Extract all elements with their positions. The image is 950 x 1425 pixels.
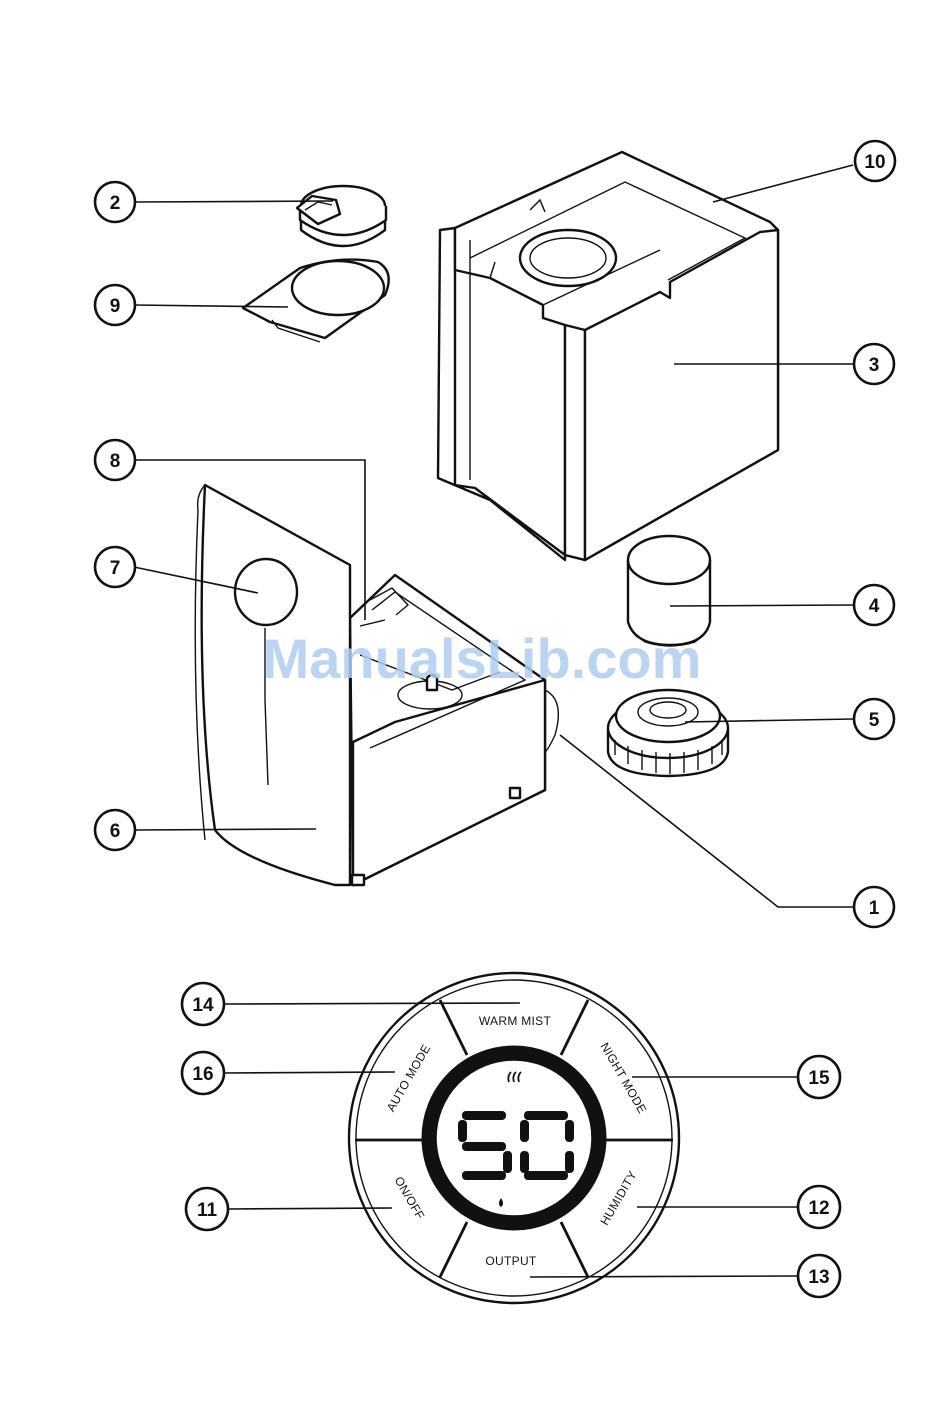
svg-text:6: 6 bbox=[110, 821, 121, 842]
svg-text:1: 1 bbox=[869, 898, 880, 919]
svg-text:7: 7 bbox=[110, 558, 121, 579]
svg-text:11: 11 bbox=[197, 1200, 218, 1221]
output-button[interactable]: OUTPUT bbox=[485, 1254, 536, 1268]
svg-text:13: 13 bbox=[808, 1267, 829, 1288]
callout-2: 2 bbox=[95, 182, 135, 222]
filter-cover bbox=[243, 260, 389, 342]
watermark-text: ManualsLib.com bbox=[263, 627, 702, 690]
heating-element-base bbox=[608, 690, 728, 776]
svg-text:16: 16 bbox=[192, 1064, 213, 1085]
svg-text:15: 15 bbox=[808, 1068, 830, 1089]
svg-text:9: 9 bbox=[110, 296, 121, 317]
callout-3: 3 bbox=[854, 344, 894, 384]
callout-4: 4 bbox=[854, 585, 894, 625]
svg-text:14: 14 bbox=[192, 995, 214, 1016]
svg-text:2: 2 bbox=[110, 193, 121, 214]
tank-cap bbox=[297, 186, 386, 246]
callout-14: 14 bbox=[182, 983, 224, 1025]
callout-11: 11 bbox=[186, 1188, 228, 1230]
callout-9: 9 bbox=[95, 285, 135, 325]
svg-text:4: 4 bbox=[869, 596, 880, 617]
svg-text:12: 12 bbox=[808, 1198, 829, 1219]
callout-16: 16 bbox=[182, 1052, 224, 1094]
svg-text:3: 3 bbox=[869, 355, 880, 376]
callout-15: 15 bbox=[798, 1056, 840, 1098]
callout-7: 7 bbox=[95, 547, 135, 587]
svg-text:10: 10 bbox=[864, 152, 885, 173]
svg-text:8: 8 bbox=[110, 451, 121, 472]
callout-12: 12 bbox=[798, 1186, 840, 1228]
warm-mist-button[interactable]: WARM MIST bbox=[479, 1014, 552, 1028]
svg-text:5: 5 bbox=[869, 710, 880, 731]
callout-13: 13 bbox=[798, 1255, 840, 1297]
callout-1: 1 bbox=[854, 887, 894, 927]
callout-10: 10 bbox=[855, 141, 895, 181]
display-value: 50 bbox=[0, 0, 2, 1]
callout-8: 8 bbox=[95, 440, 135, 480]
callout-6: 6 bbox=[95, 810, 135, 850]
water-tank bbox=[438, 152, 778, 560]
callout-5: 5 bbox=[854, 699, 894, 739]
